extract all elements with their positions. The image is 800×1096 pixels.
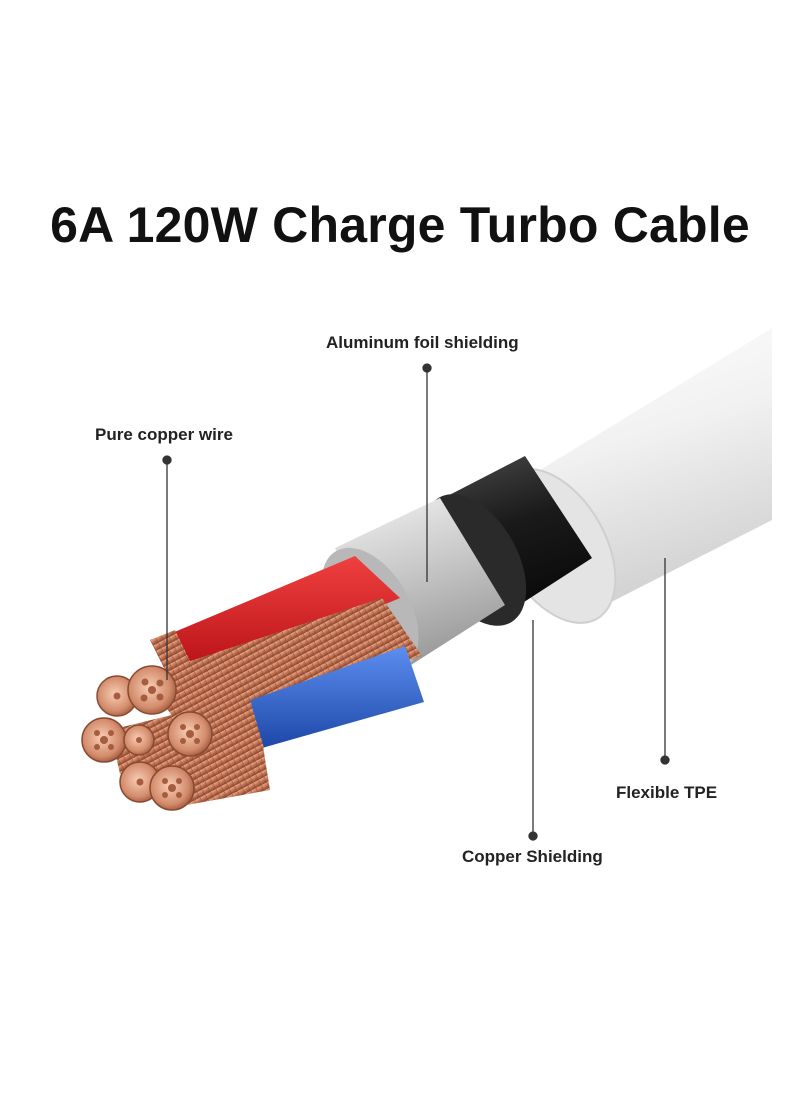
copper-shielding-label: Copper Shielding [462,847,603,866]
copper-wire-leader-dot [162,455,172,465]
pure-copper-wire-label: Pure copper wire [95,425,233,444]
tpe-leader-dot [660,755,670,765]
aluminum-foil-label: Aluminum foil shielding [326,333,519,352]
copper-bundle-upper [145,598,422,728]
callout-leaders [162,363,670,841]
shield-leader-dot [528,831,538,841]
flexible-tpe-label: Flexible TPE [616,783,718,802]
foil-leader-dot [422,363,432,373]
copper-wire-ends [81,665,213,811]
diagram-title: 6A 120W Charge Turbo Cable [50,197,750,253]
